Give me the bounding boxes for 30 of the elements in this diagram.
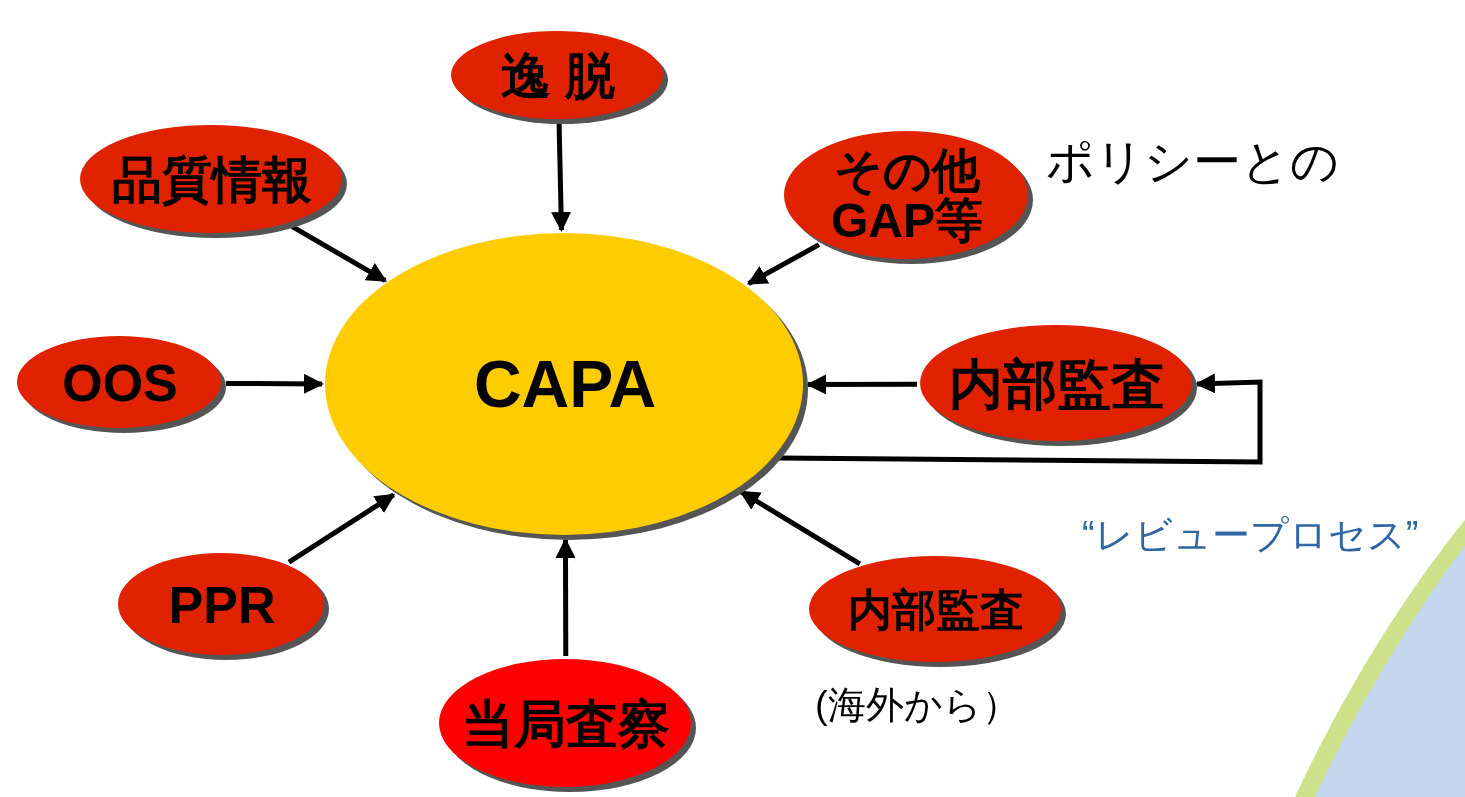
node-label: 内部監査 [848,586,1024,634]
central-ellipse [322,230,808,540]
annotation-text: “レビュープロセス” [1082,513,1419,558]
node-label: 品質情報 [112,153,312,207]
arrow [739,489,862,566]
node-label: PPR [168,577,276,633]
annotation-text: ポリシーとの [1046,134,1339,190]
cause-ellipse [77,122,347,238]
arrow [746,242,821,286]
arrow [287,492,396,565]
arrow [779,373,1263,465]
node-label: 逸 脱 [501,49,615,103]
cause-ellipse [448,28,668,124]
arrow [291,224,388,283]
cause-ellipse [14,333,226,433]
cause-ellipse [115,550,329,660]
cause-ellipse [917,322,1197,446]
arrow [806,374,917,395]
node-label: OOS [62,355,178,411]
arrow [551,123,572,232]
cause-ellipse [436,656,696,792]
node-label: CAPA [473,350,657,420]
node-label: その他 GAP等 [830,145,984,247]
arrow [555,538,576,656]
node-label: 当局査察 [462,696,670,752]
arrow [226,373,324,394]
cause-ellipse [781,128,1033,264]
cause-ellipse [806,553,1066,667]
node-caption: (海外から） [815,683,1020,728]
node-label: 内部監査 [949,355,1165,413]
